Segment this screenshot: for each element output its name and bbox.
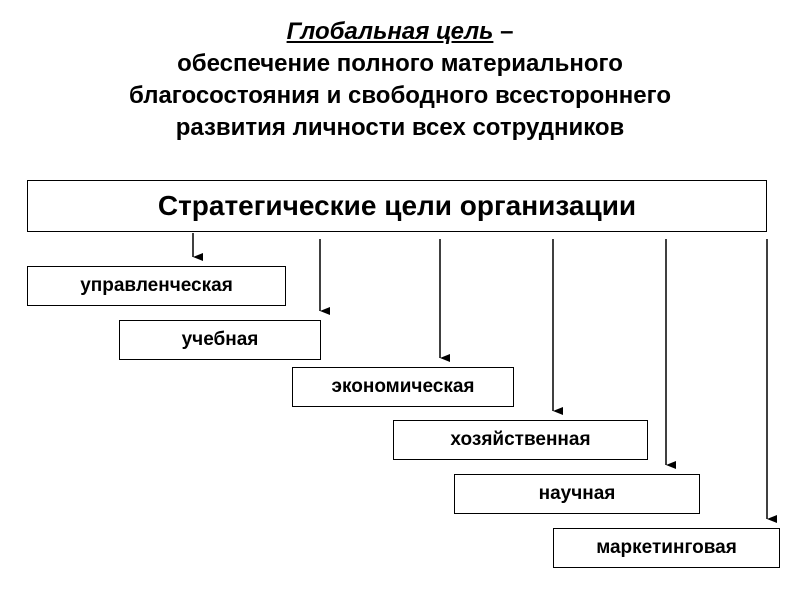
goal-box-marketing: маркетинговая <box>553 528 780 568</box>
goal-label-household: хозяйственная <box>450 429 591 450</box>
strategic-goals-box: Стратегические цели организации <box>27 180 767 232</box>
goal-box-management: управленческая <box>27 266 286 306</box>
goal-label-economic: экономическая <box>331 376 475 397</box>
goal-box-educational: учебная <box>119 320 321 360</box>
global-goal-dash: – <box>493 18 514 45</box>
goal-label-scientific: научная <box>538 483 616 504</box>
goal-label-management: управленческая <box>80 275 233 296</box>
global-goal-text-line-3: развития личности всех сотрудников <box>175 114 625 141</box>
global-goal-text-line-2: благосостояния и свободного всестороннег… <box>128 82 671 109</box>
global-goal-title-line: Глобальная цель – <box>0 16 800 48</box>
goal-box-scientific: научная <box>454 474 700 514</box>
global-goal-heading: Глобальная цель – обеспечение полного ма… <box>0 16 800 144</box>
goal-label-educational: учебная <box>181 329 259 350</box>
global-goal-text-line-1: обеспечение полного материального <box>177 50 623 77</box>
goal-box-household: хозяйственная <box>393 420 648 460</box>
goal-box-economic: экономическая <box>292 367 514 407</box>
global-goal-label: Глобальная цель <box>286 18 494 45</box>
goal-label-marketing: маркетинговая <box>596 537 737 558</box>
strategic-goals-label: Стратегические цели организации <box>157 190 637 221</box>
